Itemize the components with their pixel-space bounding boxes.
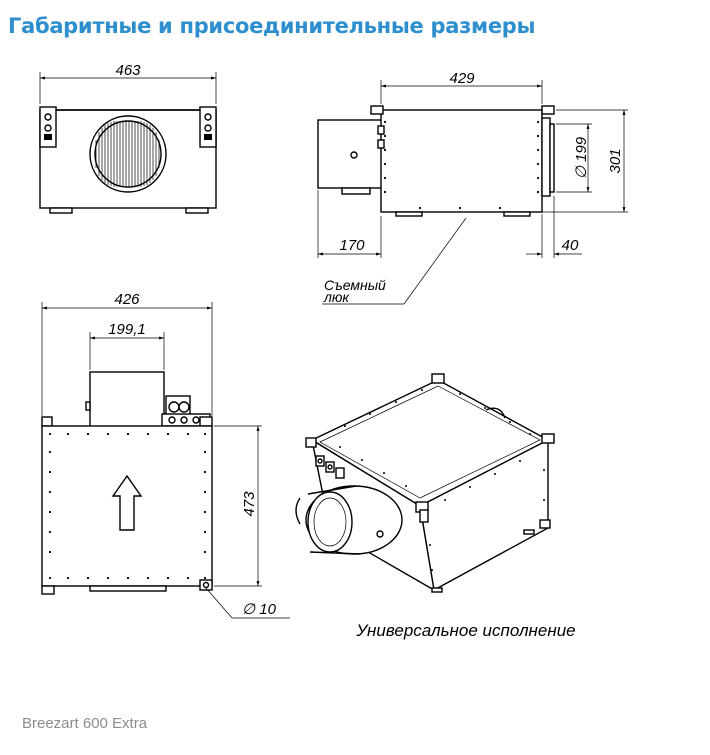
footer-model: Breezart 600 Extra xyxy=(22,715,148,732)
page-title: Габаритные и присоединительные размеры xyxy=(8,14,536,38)
hatch-label-line1: Съемный xyxy=(324,277,386,293)
universal-caption: Универсальное исполнение xyxy=(355,621,575,640)
dim-hole-diameter: 10 xyxy=(259,601,276,618)
dim-top-duct: 199,1 xyxy=(108,321,146,338)
dim-duct-length: 170 xyxy=(339,237,365,254)
dim-hole-diameter-symbol: ∅ xyxy=(242,601,259,618)
dim-front-width: 463 xyxy=(115,62,141,79)
dim-top-depth: 473 xyxy=(241,491,258,517)
dim-side-length: 429 xyxy=(449,70,475,87)
dim-duct-diameter-symbol: ∅ xyxy=(573,162,590,179)
hatch-label-line2: люк xyxy=(323,289,350,305)
top-view: 426 199,1 473 ∅ 10 xyxy=(41,291,290,619)
dim-duct-diameter: 199 xyxy=(573,136,590,162)
isometric-view: Универсальное исполнение xyxy=(295,373,576,640)
airflow-arrow-icon xyxy=(111,474,143,531)
front-view: 463 xyxy=(39,62,217,214)
svg-text:∅ 199: ∅ 199 xyxy=(573,136,590,179)
dim-flange: 40 xyxy=(562,237,579,254)
side-view: 429 ∅ 199 301 170 40 Съемный люк xyxy=(317,70,628,305)
svg-text:∅ 10: ∅ 10 xyxy=(242,601,277,618)
dim-top-width: 426 xyxy=(114,291,140,308)
dim-side-height: 301 xyxy=(607,148,624,173)
